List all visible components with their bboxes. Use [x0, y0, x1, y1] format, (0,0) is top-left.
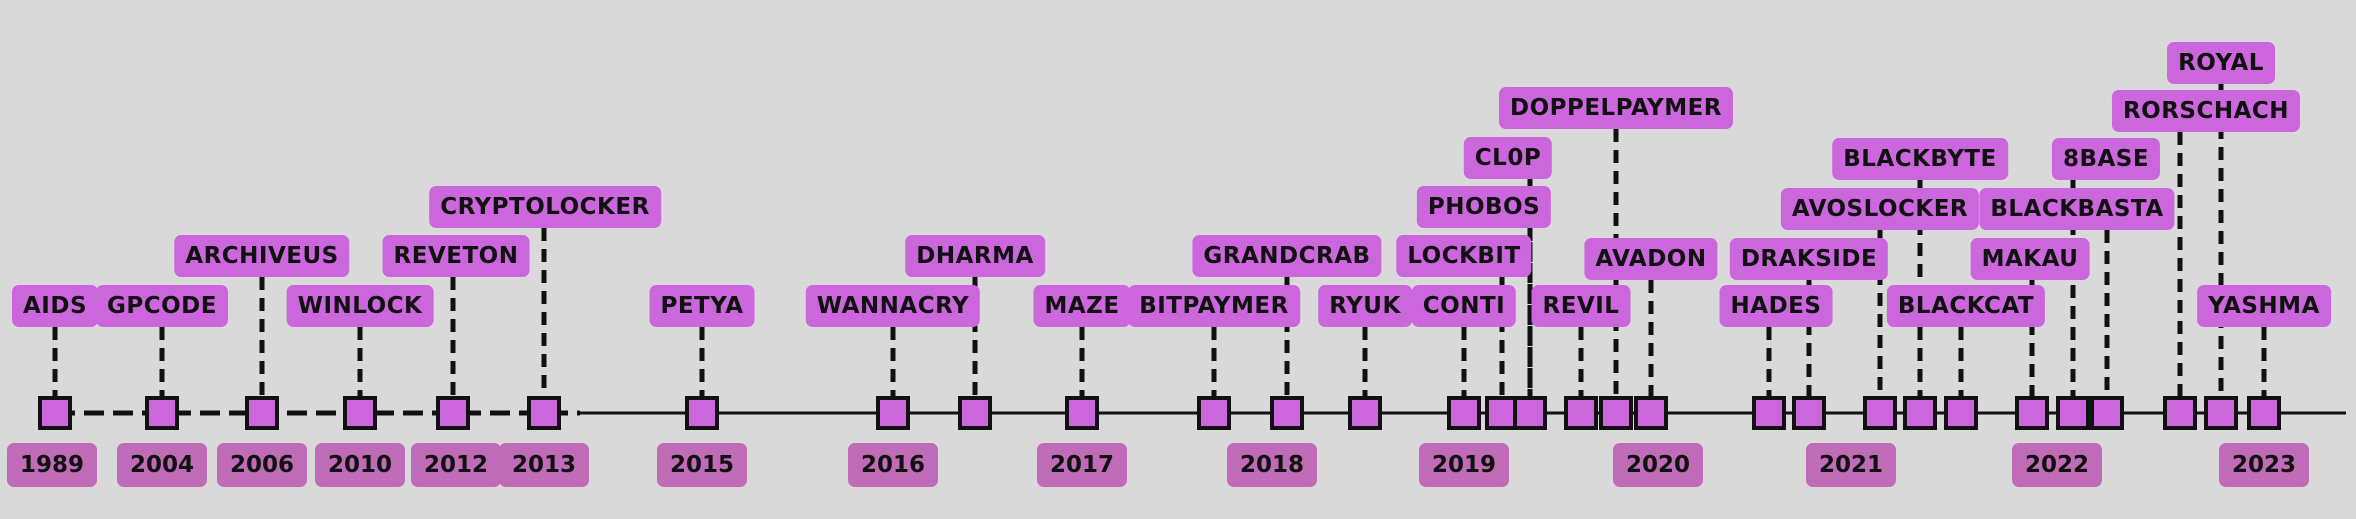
event-label: AVOSLOCKER — [1780, 188, 1980, 230]
event-label: PETYA — [649, 285, 755, 327]
event-marker — [1863, 396, 1897, 430]
event-label: HADES — [1719, 285, 1833, 327]
year-label: 1989 — [6, 443, 98, 487]
year-label: 2016 — [847, 443, 939, 487]
event-marker — [1065, 396, 1099, 430]
event-marker — [2204, 396, 2238, 430]
event-label: REVETON — [382, 235, 530, 277]
event-label: MAZE — [1033, 285, 1131, 327]
event-marker — [245, 396, 279, 430]
event-label: DOPPELPAYMER — [1498, 87, 1734, 129]
event-label: DRAKSIDE — [1729, 238, 1889, 280]
event-marker — [436, 396, 470, 430]
event-marker — [527, 396, 561, 430]
event-marker — [2247, 396, 2281, 430]
year-label: 2004 — [116, 443, 208, 487]
event-marker — [1447, 396, 1481, 430]
event-label: PHOBOS — [1416, 186, 1552, 228]
event-label: ARCHIVEUS — [174, 235, 350, 277]
event-label: CL0P — [1463, 137, 1553, 179]
event-label: DHARMA — [905, 235, 1045, 277]
event-label: WINLOCK — [286, 285, 434, 327]
event-marker — [958, 396, 992, 430]
event-label: BITPAYMER — [1128, 285, 1300, 327]
event-marker — [2163, 396, 2197, 430]
event-marker — [38, 396, 72, 430]
event-label: YASHMA — [2197, 285, 2331, 327]
event-marker — [1564, 396, 1598, 430]
event-marker — [1197, 396, 1231, 430]
event-marker — [1944, 396, 1978, 430]
event-marker — [343, 396, 377, 430]
event-marker — [1752, 396, 1786, 430]
event-label: GRANDCRAB — [1192, 235, 1382, 277]
year-label: 2015 — [656, 443, 748, 487]
year-label: 2006 — [216, 443, 308, 487]
year-label: 2023 — [2218, 443, 2310, 487]
event-marker — [1599, 396, 1633, 430]
year-label: 2012 — [410, 443, 502, 487]
event-marker — [1513, 396, 1547, 430]
year-label: 2022 — [2011, 443, 2103, 487]
event-label: GPCODE — [96, 285, 228, 327]
event-label: RYUK — [1318, 285, 1412, 327]
year-label: 2010 — [314, 443, 406, 487]
event-label: BLACKBYTE — [1832, 138, 2008, 180]
event-label: AIDS — [11, 285, 99, 327]
event-label: CRYPTOLOCKER — [429, 186, 661, 228]
event-label: RORSCHACH — [2111, 90, 2301, 132]
year-label: 2018 — [1226, 443, 1318, 487]
event-marker — [1903, 396, 1937, 430]
event-label: 8BASE — [2051, 138, 2161, 180]
event-label: MAKAU — [1970, 238, 2090, 280]
event-label: LOCKBIT — [1396, 235, 1532, 277]
event-marker — [1348, 396, 1382, 430]
event-label: WANNACRY — [805, 285, 981, 327]
year-label: 2017 — [1036, 443, 1128, 487]
event-marker — [2015, 396, 2049, 430]
year-label: 2013 — [498, 443, 590, 487]
event-label: CONTI — [1411, 285, 1517, 327]
event-label: REVIL — [1531, 285, 1631, 327]
year-label: 2019 — [1418, 443, 1510, 487]
event-label: BLACKBASTA — [1979, 188, 2175, 230]
year-label: 2021 — [1805, 443, 1897, 487]
event-label: BLACKCAT — [1886, 285, 2046, 327]
event-marker — [1792, 396, 1826, 430]
event-marker — [2056, 396, 2090, 430]
event-label: AVADON — [1584, 238, 1718, 280]
event-marker — [2090, 396, 2124, 430]
event-marker — [876, 396, 910, 430]
event-marker — [1634, 396, 1668, 430]
event-label: ROYAL — [2167, 42, 2275, 84]
event-marker — [685, 396, 719, 430]
event-marker — [1485, 396, 1519, 430]
event-marker — [1270, 396, 1304, 430]
year-label: 2020 — [1612, 443, 1704, 487]
event-marker — [145, 396, 179, 430]
